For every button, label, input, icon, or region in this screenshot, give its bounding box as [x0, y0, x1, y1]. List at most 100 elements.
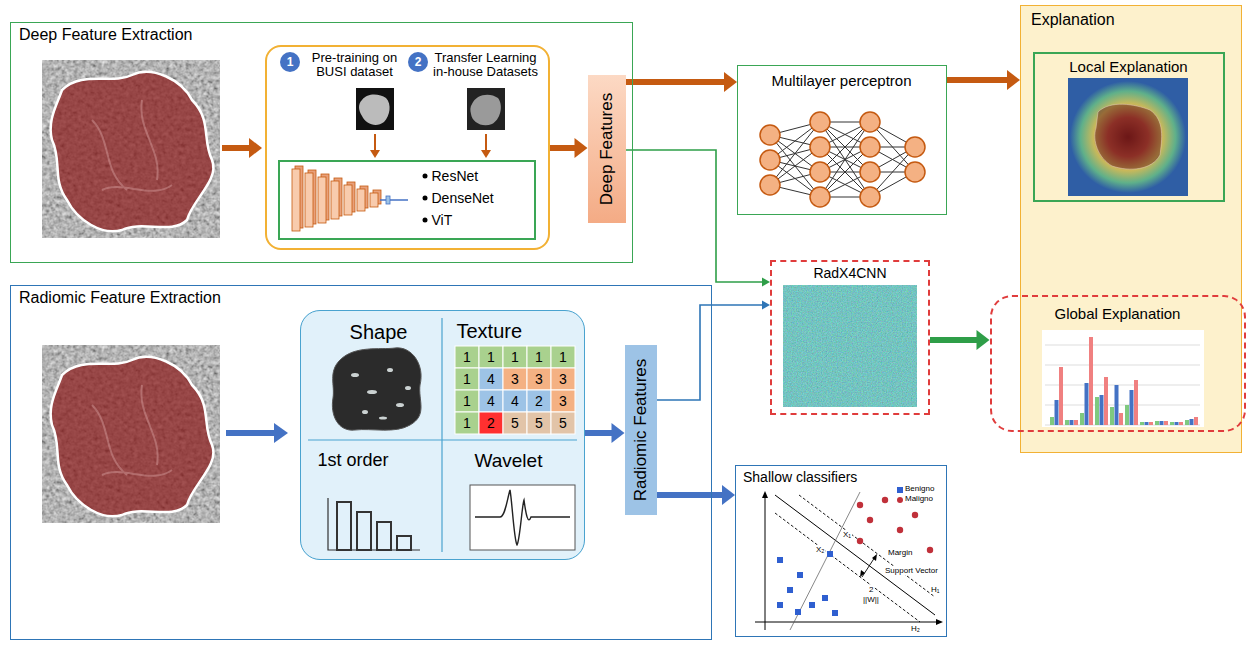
panel-fill — [300, 310, 585, 560]
connector — [657, 485, 736, 505]
box-title: Global Explanation — [992, 305, 1244, 322]
connector-line — [930, 337, 979, 343]
plot-annotation: X₂ — [815, 545, 825, 554]
ultrasound-image — [42, 345, 220, 523]
table-cell: 1 — [455, 346, 479, 368]
bullet-dot — [423, 174, 428, 223]
table-cell: 2 — [527, 390, 551, 412]
table-cell: 5 — [527, 412, 551, 434]
callout-number: 1 — [280, 54, 300, 70]
legend-swatch — [897, 497, 903, 503]
stage-box: Pre-training on BUSI dataset Transfer Lea… — [265, 45, 550, 250]
method-box: RadX4CNN — [770, 260, 930, 415]
connector — [626, 72, 738, 92]
plot-annotation: H₂ — [910, 624, 921, 633]
thumbnail-image — [356, 88, 505, 130]
connector — [550, 138, 588, 158]
table-cell: 1 — [455, 368, 479, 390]
arrow-head — [1007, 70, 1020, 90]
connector-line — [657, 305, 764, 400]
table-cell: 3 — [551, 368, 575, 390]
explanation-box: Global Explanation — [990, 295, 1246, 432]
shape-icon — [332, 348, 421, 430]
table-cell: 4 — [503, 390, 527, 412]
callout-number: 2 — [408, 54, 428, 70]
table-cell: 4 — [479, 368, 503, 390]
callout-circle — [280, 52, 300, 72]
feature-group: Shape Texture 1st order Wavelet — [300, 310, 585, 560]
arrow-head — [612, 423, 625, 443]
box-title: Local Explanation — [1035, 58, 1223, 75]
quadrant-divider — [308, 318, 577, 552]
legend-label: Benigno — [905, 484, 934, 493]
feature-bar-label: Deep Features — [597, 92, 617, 204]
heatmap-image — [1068, 78, 1188, 196]
plot-annotation: ||W|| — [862, 595, 880, 604]
connector — [585, 423, 625, 443]
feature-bar-label: Radiomic Features — [631, 358, 651, 501]
connector — [930, 330, 990, 350]
table-cell: 1 — [503, 346, 527, 368]
table-cell: 1 — [551, 346, 575, 368]
connector — [947, 70, 1020, 90]
step-label: Transfer Learning in-house Datasets — [430, 51, 542, 81]
table-cell: 3 — [527, 368, 551, 390]
table-cell: 1 — [479, 346, 503, 368]
plot-annotation: Support Vector — [884, 566, 939, 575]
connector-line — [626, 79, 727, 85]
panel-title: Radiomic Feature Extraction — [19, 289, 221, 307]
wavelet-plot — [470, 485, 575, 550]
plot-annotation: H₁ — [930, 585, 940, 594]
panel: Deep Feature ExtractionPre-training on B… — [10, 22, 633, 263]
connector-line — [550, 145, 578, 151]
feature-type: Texture — [457, 320, 523, 343]
connector-line — [626, 150, 764, 282]
histogram-icon — [328, 498, 420, 550]
explanation-panel: ExplanationLocal ExplanationGlobal Expla… — [1020, 5, 1242, 453]
table-cell: 3 — [503, 368, 527, 390]
table-cell: 3 — [551, 390, 575, 412]
explanation-box: Local Explanation — [1033, 52, 1225, 202]
table-cell: 1 — [527, 346, 551, 368]
table-cell: 1 — [455, 412, 479, 434]
bar-chart — [1042, 330, 1204, 427]
feature-type: Wavelet — [475, 450, 543, 472]
table-cell: 5 — [503, 412, 527, 434]
connector — [657, 301, 771, 401]
plot-annotation: 2 — [868, 585, 874, 594]
box-title: Multilayer perceptron — [738, 72, 945, 89]
small-arrow — [370, 134, 491, 158]
arrow-head — [762, 301, 770, 310]
feature-type: Shape — [329, 321, 429, 344]
box-title: Shallow classifiers — [743, 469, 857, 485]
model-name: DenseNet — [432, 190, 494, 206]
connector — [626, 150, 771, 287]
panel-title: Deep Feature Extraction — [19, 26, 192, 44]
arrow-head — [762, 278, 770, 287]
legend-swatch — [897, 487, 903, 493]
connector-line — [585, 430, 615, 436]
svm-plot — [755, 491, 943, 630]
legend-label: Maligno — [905, 494, 933, 503]
cnn-icon — [292, 166, 408, 231]
feature-type: 1st order — [318, 450, 389, 471]
panel-title: Explanation — [1031, 11, 1115, 29]
table-cell: 4 — [479, 390, 503, 412]
table-cell: 1 — [455, 390, 479, 412]
texture-grid — [455, 346, 575, 434]
classifier-box: Multilayer perceptron — [737, 65, 947, 215]
arrow-head — [575, 138, 588, 158]
connector-line — [947, 77, 1010, 83]
table-cell: 5 — [551, 412, 575, 434]
box-title: RadX4CNN — [772, 265, 928, 281]
feature-bar: Deep Features — [588, 75, 626, 223]
plot-annotation: X₁ — [842, 530, 852, 539]
model-name: ViT — [432, 212, 453, 228]
ultrasound-image — [42, 60, 220, 238]
step-label: Pre-training on BUSI dataset — [305, 51, 405, 81]
panel-fill — [1020, 5, 1242, 453]
arrow-head — [977, 330, 990, 350]
